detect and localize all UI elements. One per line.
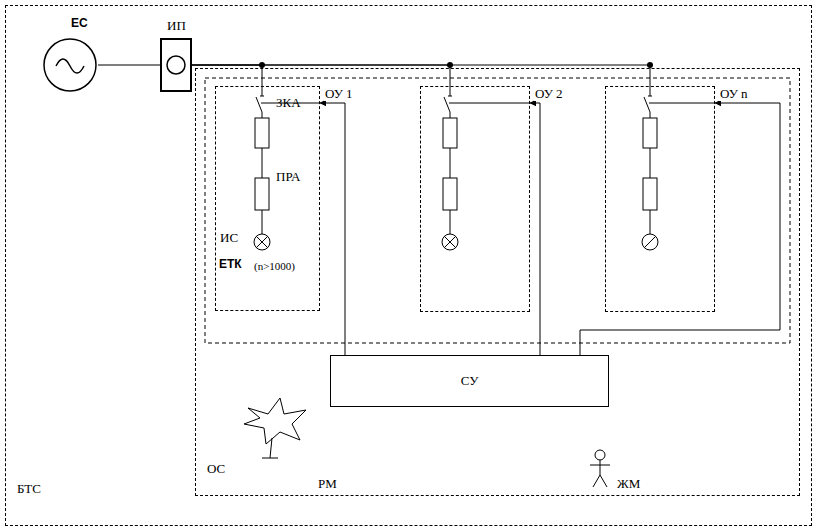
part-label: (n>1000) [254,260,295,272]
part-label: РМ [318,477,337,491]
lighting-system-box: ОУ 1 ОУ 2 ОУ n СУ ОС [195,68,800,496]
lighting-unit-box: ОУ n [605,86,715,312]
part-label: ПРА [276,170,300,184]
node-label: ОУ n [719,87,749,101]
lamp-marks [256,236,655,247]
power-wire [98,65,160,66]
generator-symbol [44,39,96,91]
person-figure [590,450,610,487]
control-line [320,103,345,355]
part-label: ЖМ [617,477,640,491]
control-line [580,103,780,355]
lamp-circuit [254,86,658,250]
lighting-unit-box: ОУ 1 [215,86,320,311]
node-label: ЕС [70,17,89,30]
node-label: ОУ 2 [534,87,564,101]
supply-box: ИП [160,38,192,92]
node-label: ИП [166,19,187,33]
node-label: СУ [331,374,608,388]
control-box: СУ [330,355,609,407]
source-node: ЕС [42,38,98,94]
part-label: ЕТК [219,258,242,271]
part-label: ЗКА [276,96,301,110]
node-label: ОС [206,462,226,476]
environment-star [244,398,306,458]
transformer-symbol [167,56,185,74]
control-line [530,103,540,355]
node-label: БТС [16,482,42,496]
system-boundary: ЕС ИП ОУ 1 ОУ 2 ОУ n СУ ОС БТС [5,5,812,526]
lighting-unit-box: ОУ 2 [420,86,530,312]
part-label: ИС [220,231,238,245]
group-box [205,78,790,343]
node-label: ОУ 1 [324,87,354,101]
